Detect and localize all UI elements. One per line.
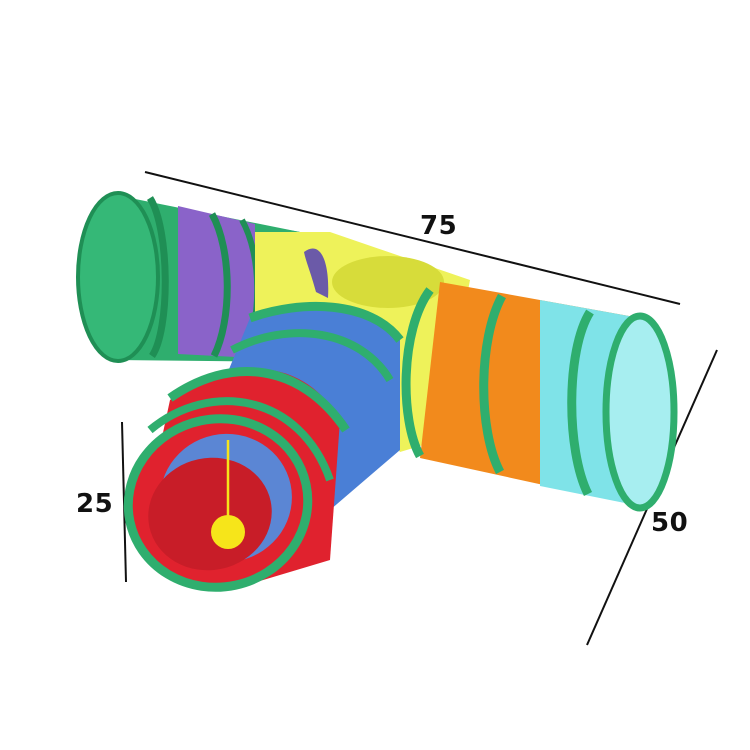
dimension-label-height: 25 (76, 489, 114, 519)
dimension-label-length: 75 (420, 211, 458, 241)
cat-tunnel (76, 191, 678, 592)
front-tunnel-segment (123, 302, 404, 592)
dimension-line-length (144, 171, 681, 305)
right-tunnel-segment (401, 282, 678, 512)
toy-ball (211, 440, 245, 549)
dimension-label-width: 50 (651, 508, 689, 538)
